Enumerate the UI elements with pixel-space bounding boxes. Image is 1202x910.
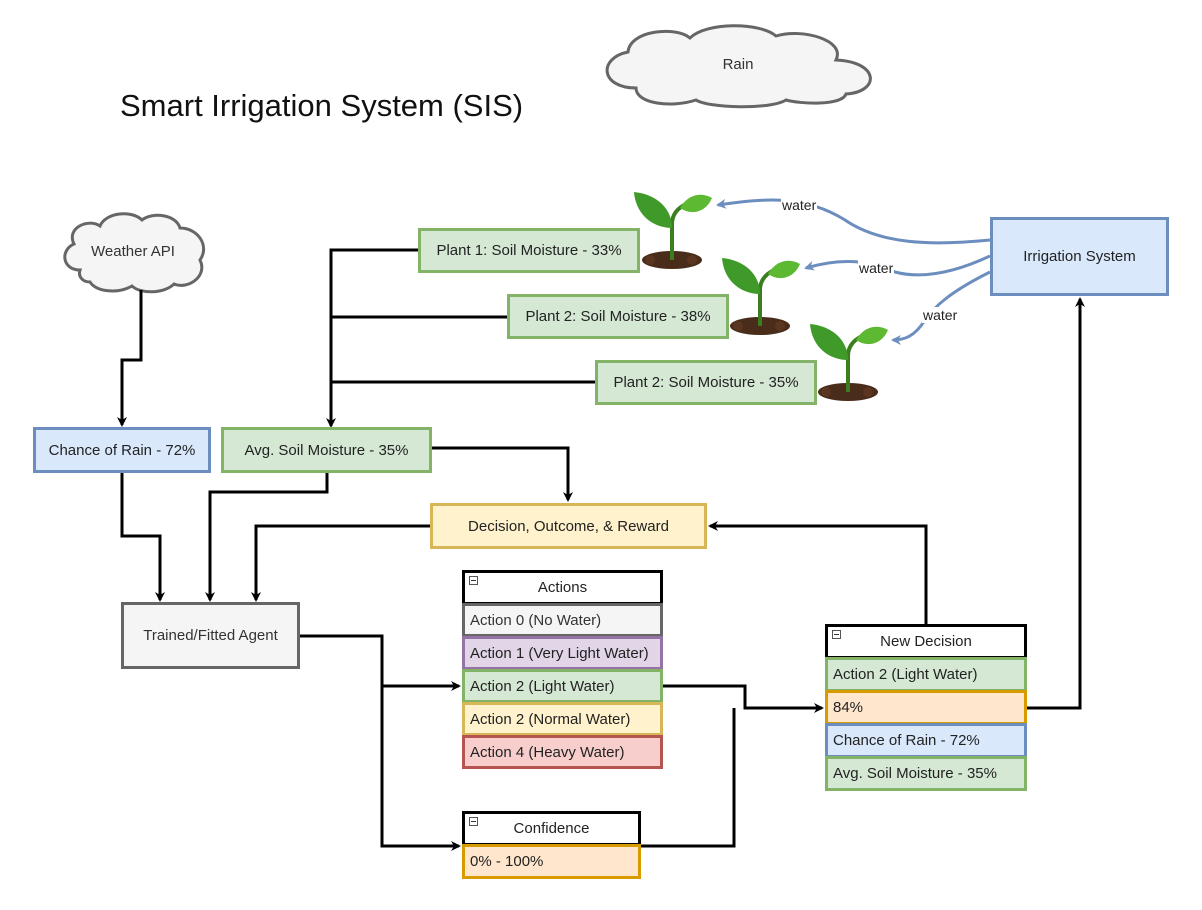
- agent-to-confidence: [380, 686, 461, 851]
- rain-cloud-icon: [605, 24, 872, 109]
- actions-header: Actions: [462, 570, 663, 605]
- avg-to-decision: [432, 446, 573, 502]
- trained-agent-box: Trained/Fitted Agent: [121, 602, 300, 669]
- irrigation-system-box: Irrigation System: [990, 217, 1169, 296]
- diagram-title: Smart Irrigation System (SIS): [120, 88, 524, 123]
- water-arrow-2: [804, 254, 991, 277]
- water-label-2: water: [858, 260, 895, 276]
- plant-3-moisture: Plant 2: Soil Moisture - 35%: [595, 360, 817, 405]
- collapse-icon[interactable]: [832, 630, 841, 639]
- weather-to-chance: [117, 290, 143, 427]
- chance-to-agent: [120, 472, 165, 602]
- water-arrow-3: [891, 270, 991, 345]
- water-arrow-1: [716, 198, 991, 245]
- action-item-1: Action 1 (Very Light Water): [462, 636, 663, 670]
- plant-1-moisture: Plant 1: Soil Moisture - 33%: [418, 228, 640, 273]
- water-label-3: water: [922, 307, 959, 323]
- collapse-icon[interactable]: [469, 817, 478, 826]
- new-decision-header-label: New Decision: [880, 633, 972, 650]
- action-item-2: Action 2 (Light Water): [462, 669, 663, 703]
- seedling-icon: [634, 192, 712, 269]
- rain-cloud-label: Rain: [722, 56, 754, 73]
- plants-collector: [326, 248, 418, 428]
- new-decision-header: New Decision: [825, 624, 1027, 659]
- action-item-4: Action 4 (Heavy Water): [462, 735, 663, 769]
- action-item-3: Action 2 (Normal Water): [462, 702, 663, 736]
- collapse-icon[interactable]: [469, 576, 478, 585]
- chance-of-rain-box: Chance of Rain - 72%: [33, 427, 211, 473]
- avg-to-agent: [205, 472, 329, 602]
- agent-to-actions: [300, 634, 461, 691]
- confidence-value: 0% - 100%: [462, 844, 641, 879]
- confidence-header: Confidence: [462, 811, 641, 846]
- new-decision-chance-of-rain: Chance of Rain - 72%: [825, 723, 1027, 758]
- decision-outcome-reward-box: Decision, Outcome, & Reward: [430, 503, 707, 549]
- confidence-to-new-decision: [641, 708, 736, 848]
- weather-api-label: Weather API: [91, 243, 175, 260]
- decision-to-agent: [251, 524, 430, 602]
- seedling-icon: [810, 324, 888, 401]
- new-decision-action: Action 2 (Light Water): [825, 657, 1027, 692]
- actions-header-label: Actions: [537, 579, 588, 596]
- water-label-1: water: [781, 197, 818, 213]
- new-decision-to-reward: [708, 521, 928, 624]
- new-decision-avg-moisture: Avg. Soil Moisture - 35%: [825, 756, 1027, 791]
- action-item-0: Action 0 (No Water): [462, 603, 663, 637]
- action-to-new-decision: [663, 684, 824, 713]
- weather-api-cloud-icon: [63, 212, 206, 294]
- avg-soil-moisture-box: Avg. Soil Moisture - 35%: [221, 427, 432, 473]
- plant-2-moisture: Plant 2: Soil Moisture - 38%: [507, 294, 729, 339]
- confidence-header-label: Confidence: [513, 820, 590, 837]
- new-decision-to-irrigation: [1027, 297, 1085, 710]
- seedling-icon: [722, 258, 800, 335]
- new-decision-confidence: 84%: [825, 690, 1027, 725]
